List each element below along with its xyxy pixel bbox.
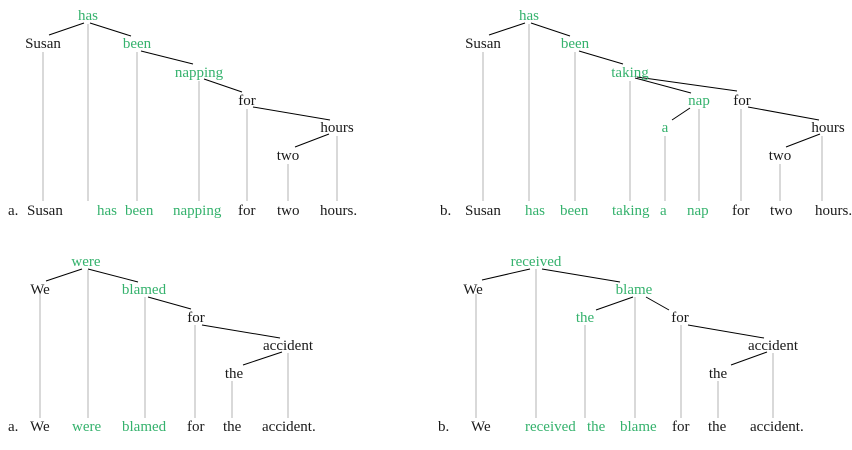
tree-node-word: been xyxy=(122,36,152,52)
tree-edge-line xyxy=(203,78,243,93)
tree-node-word: for xyxy=(671,310,689,326)
tree-node-word: blame xyxy=(615,282,653,298)
sentence-word: We xyxy=(471,419,491,435)
sentence-word: accident. xyxy=(750,419,804,435)
tree-edge-line xyxy=(45,268,83,282)
tree-node-word: were xyxy=(71,254,101,270)
tree-node-word: two xyxy=(276,148,300,164)
sentence-word: for xyxy=(238,203,256,219)
tree-node-word: napping xyxy=(174,65,224,81)
tree-node-word: accident xyxy=(263,338,313,354)
sentence-word: a. xyxy=(8,203,19,219)
tree-edge-line xyxy=(636,76,738,92)
sentence-word: been xyxy=(125,203,154,219)
sentence-word: has xyxy=(97,203,117,219)
tree-edge-line xyxy=(747,106,820,121)
sentence-word: Susan xyxy=(465,203,501,219)
sentence-word: napping xyxy=(173,203,222,219)
sentence-word: hours. xyxy=(815,203,852,219)
tree-edge-line xyxy=(530,22,571,37)
tree-node-word: hours xyxy=(320,120,354,136)
sentence-word: the xyxy=(223,419,242,435)
tree-node-word: nap xyxy=(688,93,710,109)
sentence-word: accident. xyxy=(262,419,316,435)
tree-node-word: the xyxy=(708,366,728,382)
sentence-word: b. xyxy=(438,419,450,435)
tree-node-word: a xyxy=(661,120,669,136)
tree-edge-line xyxy=(671,107,691,121)
tree-edge-line xyxy=(578,50,624,65)
tree-edge-line xyxy=(294,133,330,148)
tree-edge-line xyxy=(785,133,821,148)
sentence-word: hours. xyxy=(320,203,358,219)
sentence-word: b. xyxy=(440,203,452,219)
tree-edge-line xyxy=(634,77,692,94)
tree-node-word: Susan xyxy=(25,36,61,52)
tree-edge-line xyxy=(645,296,670,311)
tree-node-word: has xyxy=(78,8,98,24)
tree-node-word: We xyxy=(30,282,50,298)
sentence-word: a xyxy=(660,203,667,219)
sentence-word: Susan xyxy=(27,203,63,219)
tree-edge-line xyxy=(595,296,634,311)
tree-node-word: accident xyxy=(748,338,798,354)
tree-edge-line xyxy=(201,324,281,339)
tree-node-word: for xyxy=(733,93,751,109)
tree-node-word: for xyxy=(238,93,256,109)
tree-node-word: We xyxy=(463,282,483,298)
tree-node-word: been xyxy=(560,36,590,52)
sentence-word: a. xyxy=(8,419,19,435)
tree-edge-line xyxy=(730,351,768,366)
tree-node-word: Susan xyxy=(465,36,501,52)
sentence-word: the xyxy=(708,419,727,435)
sentence-word: been xyxy=(560,203,589,219)
tree-edge-line xyxy=(87,268,139,283)
sentence-word: were xyxy=(72,419,102,435)
sentence-word: two xyxy=(770,203,793,219)
sentence-word: the xyxy=(587,419,606,435)
tree-edge-line xyxy=(89,22,132,37)
tree-edge-line xyxy=(252,106,331,121)
tree-node-word: taking xyxy=(611,65,649,81)
tree-node-word: received xyxy=(510,254,562,270)
tree-node-word: two xyxy=(768,148,792,164)
tree-node-word: the xyxy=(575,310,595,326)
tree-edge-line xyxy=(687,324,765,339)
tree-edge-line xyxy=(541,268,621,283)
tree-edge-line xyxy=(242,351,283,366)
sentence-word: nap xyxy=(687,203,709,219)
tree-edge-line xyxy=(481,268,531,281)
tree-edge-line xyxy=(140,50,194,65)
sentence-word: received xyxy=(525,419,576,435)
tree-node-word: has xyxy=(519,8,539,24)
sentence-word: for xyxy=(187,419,205,435)
tree-edge-line xyxy=(488,22,526,36)
tree-edge-line xyxy=(48,22,85,36)
sentence-word: has xyxy=(525,203,545,219)
sentence-word: two xyxy=(277,203,300,219)
sentence-word: for xyxy=(732,203,750,219)
tree-edge-line xyxy=(147,296,192,310)
sentence-word: blamed xyxy=(122,419,167,435)
sentence-word: We xyxy=(30,419,50,435)
tree-node-word: blamed xyxy=(121,282,167,298)
sentence-word: for xyxy=(672,419,690,435)
tree-node-word: the xyxy=(224,366,244,382)
tree-node-word: hours xyxy=(811,120,845,136)
sentence-word: taking xyxy=(612,203,650,219)
sentence-word: blame xyxy=(620,419,657,435)
tree-node-word: for xyxy=(187,310,205,326)
